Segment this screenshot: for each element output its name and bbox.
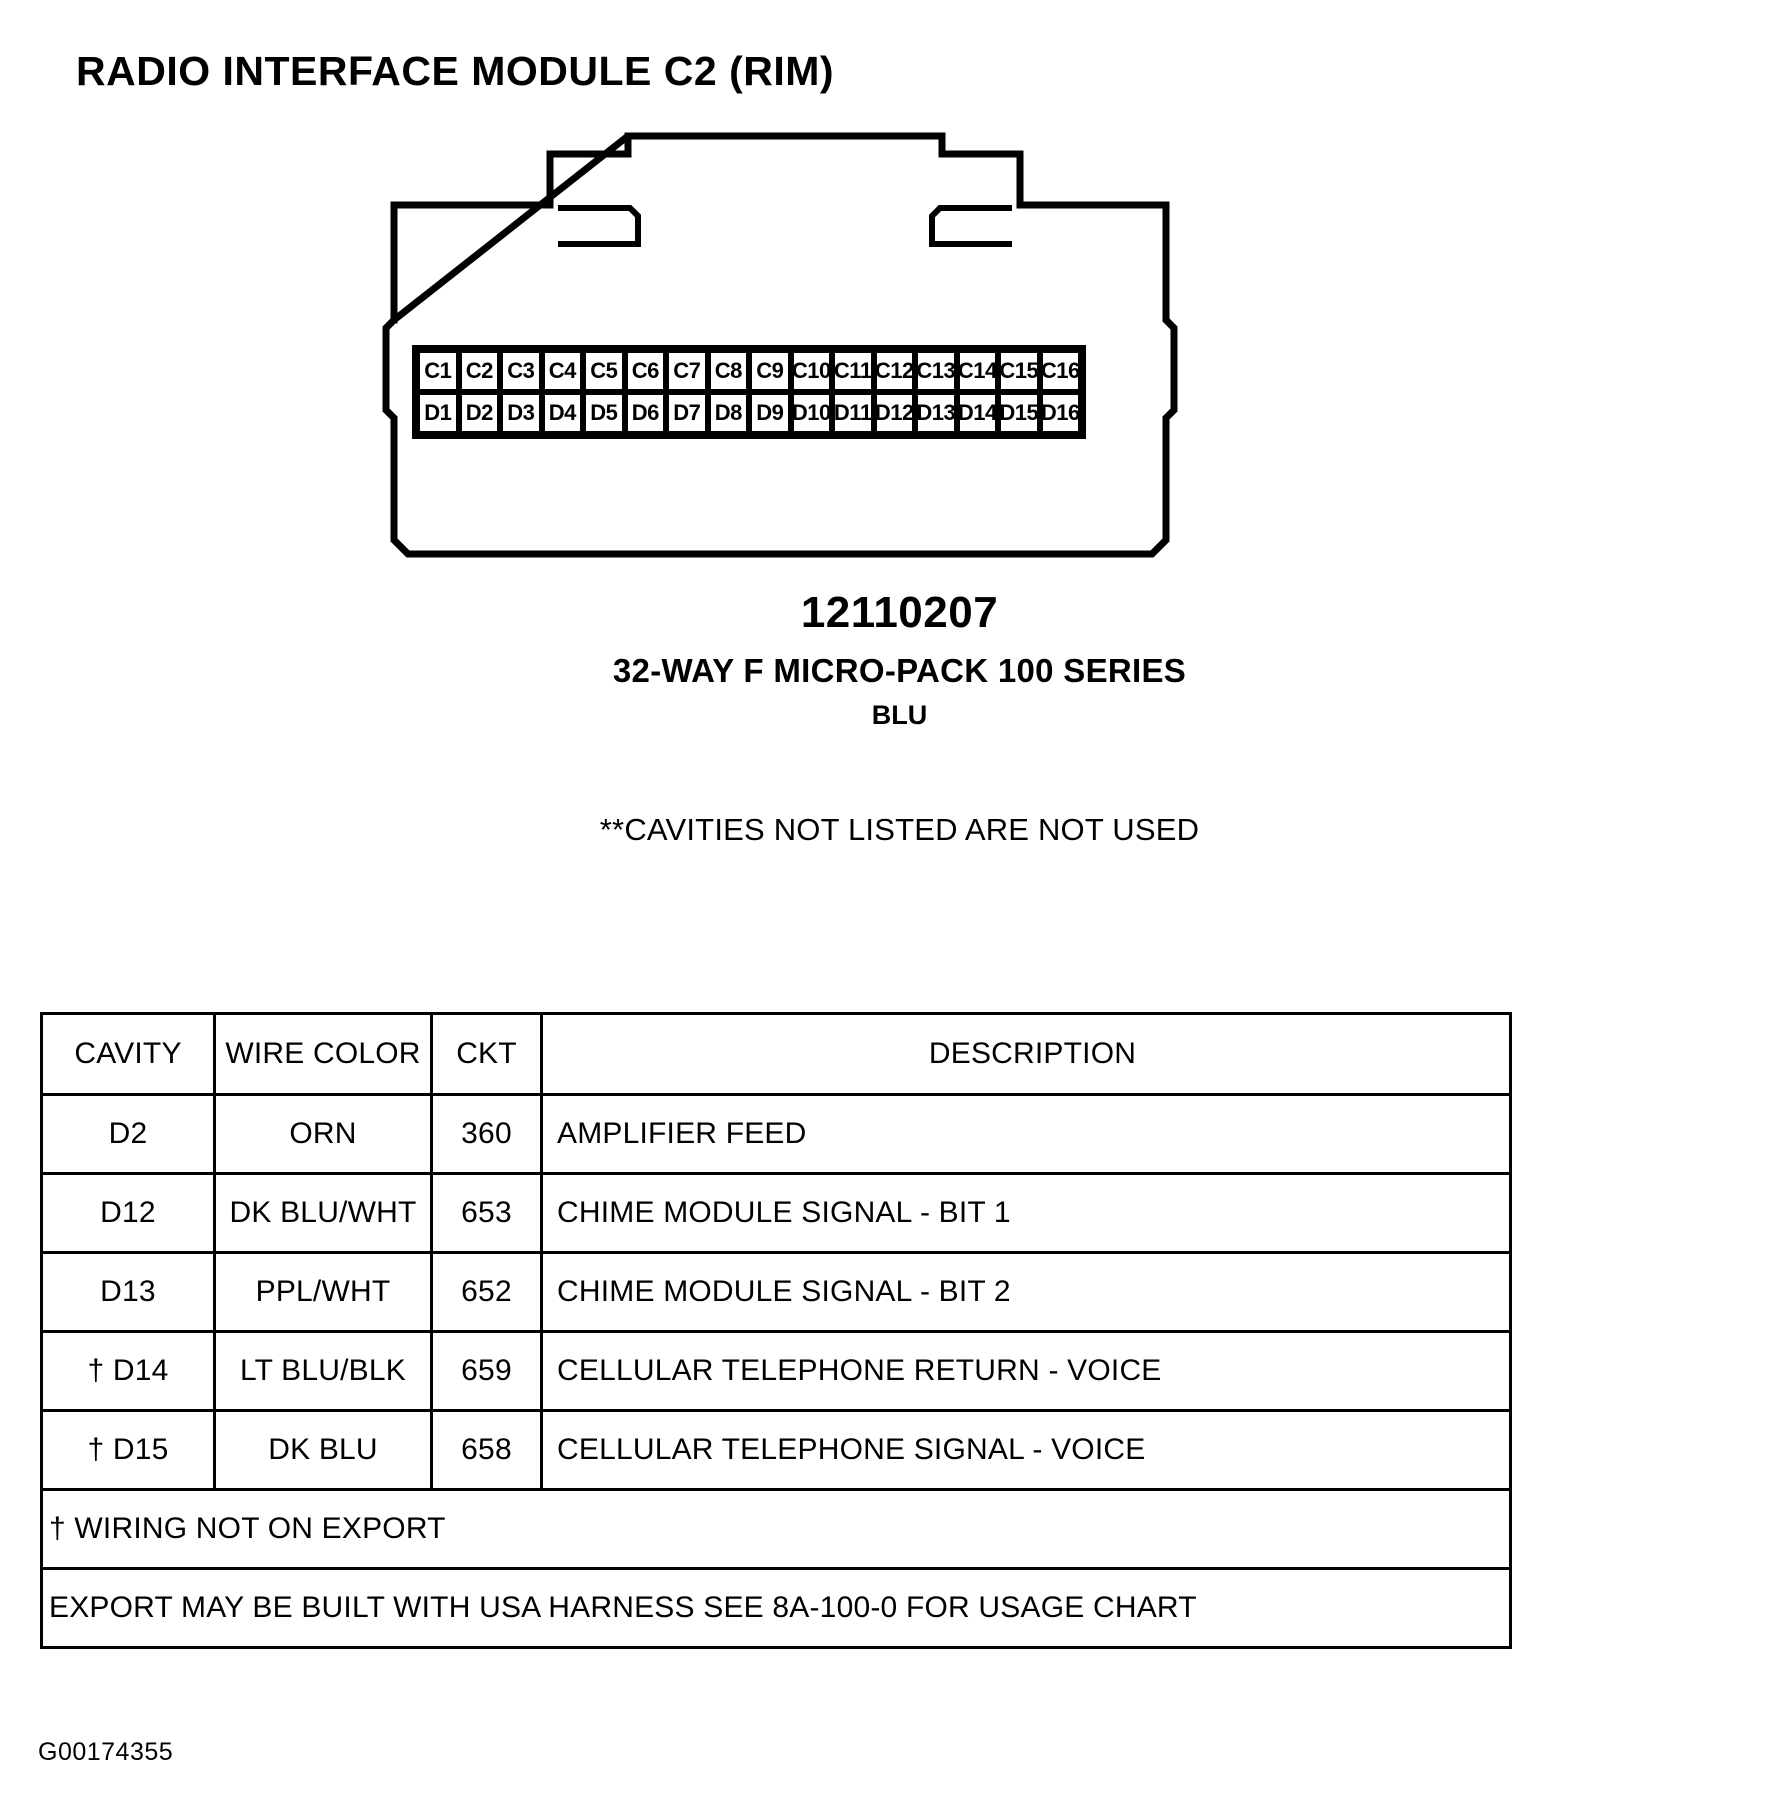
pin-cell[interactable]: C12 — [873, 350, 915, 392]
pin-cell[interactable]: C5 — [583, 350, 625, 392]
pin-cell[interactable]: D4 — [541, 392, 583, 434]
cavity-wire-table: CAVITY WIRE COLOR CKT DESCRIPTION D2 ORN… — [40, 1012, 1512, 1649]
cell-ckt: 653 — [430, 1172, 543, 1254]
pin-cell[interactable]: C4 — [541, 350, 583, 392]
cell-description: AMPLIFIER FEED — [540, 1093, 1512, 1175]
pin-cell[interactable]: C11 — [832, 350, 874, 392]
connector-diagram: C1 C2 C3 C4 C5 C6 C7 C8 C9 C10 C11 C12 C… — [380, 120, 1200, 570]
cell-ckt: 659 — [430, 1330, 543, 1412]
cell-cavity: D12 — [40, 1172, 216, 1254]
column-header-ckt: CKT — [430, 1012, 543, 1096]
pin-cell[interactable]: D13 — [915, 392, 957, 434]
pin-row-d: D1 D2 D3 D4 D5 D6 D7 D8 D9 D10 D11 D12 D… — [417, 392, 1081, 434]
connector-color-label: BLU — [871, 700, 928, 730]
cell-wire-color: DK BLU/WHT — [213, 1172, 433, 1254]
pin-cell[interactable]: D11 — [832, 392, 874, 434]
cell-cavity: D2 — [40, 1093, 216, 1175]
pin-cell[interactable]: C15 — [998, 350, 1040, 392]
cell-wire-color: LT BLU/BLK — [213, 1330, 433, 1412]
table-footnote-row: EXPORT MAY BE BUILT WITH USA HARNESS SEE… — [40, 1567, 1512, 1649]
cell-cavity: † D15 — [40, 1409, 216, 1491]
pin-cell[interactable]: C1 — [417, 350, 459, 392]
table-row: D12 DK BLU/WHT 653 CHIME MODULE SIGNAL -… — [40, 1172, 1512, 1254]
pin-cell[interactable]: C2 — [458, 350, 500, 392]
pin-cell[interactable]: C9 — [749, 350, 791, 392]
cavities-not-used-note: **CAVITIES NOT LISTED ARE NOT USED — [599, 812, 1200, 847]
cell-description: CHIME MODULE SIGNAL - BIT 2 — [540, 1251, 1512, 1333]
cell-wire-color: ORN — [213, 1093, 433, 1175]
cell-description: CHIME MODULE SIGNAL - BIT 1 — [540, 1172, 1512, 1254]
pin-cell[interactable]: D9 — [749, 392, 791, 434]
cell-cavity: D13 — [40, 1251, 216, 1333]
table-row: D2 ORN 360 AMPLIFIER FEED — [40, 1093, 1512, 1175]
pin-cell[interactable]: D1 — [417, 392, 459, 434]
pin-cell[interactable]: D5 — [583, 392, 625, 434]
pin-cell[interactable]: D2 — [458, 392, 500, 434]
latch-slot-left — [558, 205, 641, 247]
pin-cell[interactable]: D3 — [500, 392, 542, 434]
pin-cell[interactable]: D7 — [666, 392, 708, 434]
footnote-export-harness: EXPORT MAY BE BUILT WITH USA HARNESS SEE… — [40, 1567, 1512, 1649]
table-row: † D14 LT BLU/BLK 659 CELLULAR TELEPHONE … — [40, 1330, 1512, 1412]
connector-outline-svg — [382, 132, 1178, 558]
cell-wire-color: DK BLU — [213, 1409, 433, 1491]
pin-row-c: C1 C2 C3 C4 C5 C6 C7 C8 C9 C10 C11 C12 C… — [417, 350, 1081, 392]
connector-part-number: 12110207 — [800, 588, 999, 637]
pin-cavity-grid: C1 C2 C3 C4 C5 C6 C7 C8 C9 C10 C11 C12 C… — [412, 345, 1086, 439]
latch-slot-right — [929, 205, 1012, 247]
column-header-cavity: CAVITY — [40, 1012, 216, 1096]
pin-cell[interactable]: C3 — [500, 350, 542, 392]
column-header-description: DESCRIPTION — [540, 1012, 1512, 1096]
pin-cell[interactable]: C16 — [1039, 350, 1081, 392]
pin-cell[interactable]: C8 — [707, 350, 749, 392]
connector-body-path — [382, 132, 1178, 558]
cell-description: CELLULAR TELEPHONE RETURN - VOICE — [540, 1330, 1512, 1412]
cell-ckt: 658 — [430, 1409, 543, 1491]
pin-cell[interactable]: D8 — [707, 392, 749, 434]
table-row: D13 PPL/WHT 652 CHIME MODULE SIGNAL - BI… — [40, 1251, 1512, 1333]
table-footnote-row: † WIRING NOT ON EXPORT — [40, 1488, 1512, 1570]
pin-cell[interactable]: D16 — [1039, 392, 1081, 434]
figure-id: G00174355 — [38, 1738, 174, 1766]
table-header-row: CAVITY WIRE COLOR CKT DESCRIPTION — [40, 1012, 1512, 1096]
pin-cell[interactable]: D6 — [624, 392, 666, 434]
cell-ckt: 360 — [430, 1093, 543, 1175]
footnote-wiring-not-on-export: † WIRING NOT ON EXPORT — [40, 1488, 1512, 1570]
cell-cavity: † D14 — [40, 1330, 216, 1412]
pin-cell[interactable]: D15 — [998, 392, 1040, 434]
pin-cell[interactable]: C7 — [666, 350, 708, 392]
pin-cell[interactable]: D14 — [956, 392, 998, 434]
pin-cell[interactable]: C14 — [956, 350, 998, 392]
table-row: † D15 DK BLU 658 CELLULAR TELEPHONE SIGN… — [40, 1409, 1512, 1491]
pin-cell[interactable]: C10 — [790, 350, 832, 392]
pin-cell[interactable]: C13 — [915, 350, 957, 392]
pin-cell[interactable]: C6 — [624, 350, 666, 392]
cell-ckt: 652 — [430, 1251, 543, 1333]
pin-cell[interactable]: D10 — [790, 392, 832, 434]
pin-cell[interactable]: D12 — [873, 392, 915, 434]
cell-description: CELLULAR TELEPHONE SIGNAL - VOICE — [540, 1409, 1512, 1491]
page-title: RADIO INTERFACE MODULE C2 (RIM) — [76, 48, 835, 94]
cell-wire-color: PPL/WHT — [213, 1251, 433, 1333]
column-header-wire-color: WIRE COLOR — [213, 1012, 433, 1096]
connector-series-label: 32-WAY F MICRO-PACK 100 SERIES — [612, 652, 1187, 689]
